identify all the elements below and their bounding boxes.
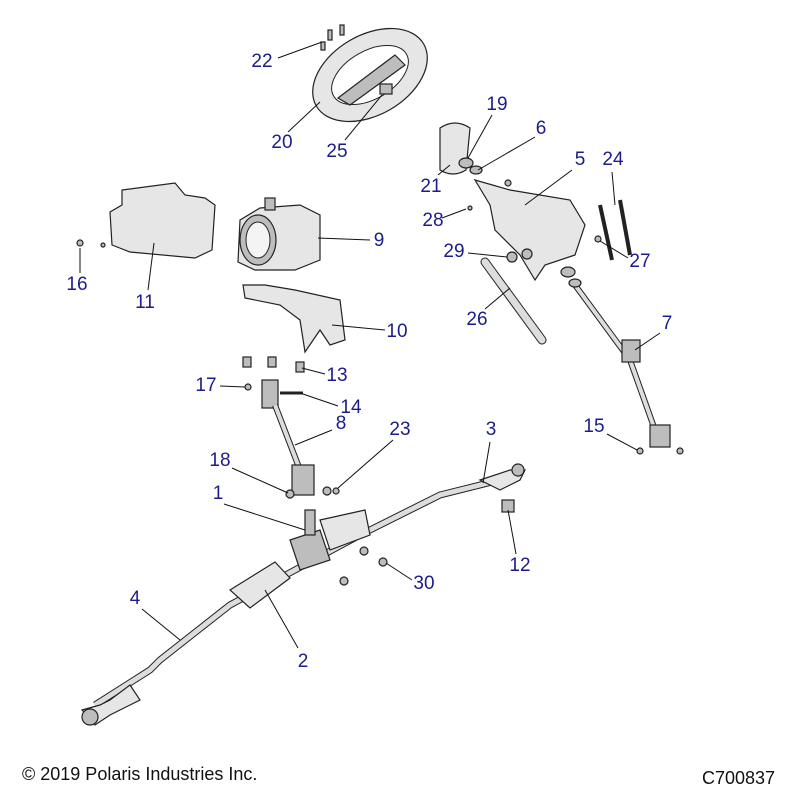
callout-3[interactable]: 3 (485, 419, 497, 440)
callout-14[interactable]: 14 (340, 397, 362, 418)
callout-18[interactable]: 18 (209, 450, 231, 471)
callout-11[interactable]: 11 (135, 292, 155, 313)
callout-7[interactable]: 7 (661, 313, 673, 334)
callout-17[interactable]: 17 (195, 375, 217, 396)
callout-16[interactable]: 16 (66, 274, 88, 295)
callout-29[interactable]: 29 (443, 241, 465, 262)
callout-20[interactable]: 20 (271, 132, 293, 153)
tilt-bracket-part (473, 179, 586, 282)
callout-28[interactable]: 28 (422, 210, 444, 231)
leader-lines (79, 41, 661, 649)
callout-8[interactable]: 8 (335, 413, 347, 434)
steering-rack-part (80, 463, 526, 726)
callout-30[interactable]: 30 (413, 573, 435, 594)
callout-19[interactable]: 19 (486, 94, 508, 115)
callout-23[interactable]: 23 (389, 419, 411, 440)
mount-bracket-part (242, 284, 346, 354)
callout-9[interactable]: 9 (373, 230, 385, 251)
callout-15[interactable]: 15 (583, 416, 605, 437)
callout-25[interactable]: 25 (326, 141, 348, 162)
callout-12[interactable]: 12 (509, 555, 531, 576)
screws-part (320, 24, 345, 51)
callout-2[interactable]: 2 (297, 651, 309, 672)
callout-26[interactable]: 26 (466, 309, 488, 330)
callout-1[interactable]: 1 (212, 483, 224, 504)
callout-4[interactable]: 4 (129, 588, 141, 609)
callout-21[interactable]: 21 (420, 176, 442, 197)
callout-10[interactable]: 10 (386, 321, 408, 342)
callout-27[interactable]: 27 (629, 251, 651, 272)
cover-part (109, 182, 216, 259)
copyright-notice: © 2019 Polaris Industries Inc. (22, 764, 258, 784)
steering-wheel-part (312, 27, 428, 123)
callout-5[interactable]: 5 (574, 149, 586, 170)
callout-6[interactable]: 6 (535, 118, 547, 139)
callout-22[interactable]: 22 (251, 51, 273, 72)
callout-24[interactable]: 24 (602, 149, 624, 170)
callout-13[interactable]: 13 (326, 365, 348, 386)
diagram-id: C700837 (702, 768, 776, 788)
